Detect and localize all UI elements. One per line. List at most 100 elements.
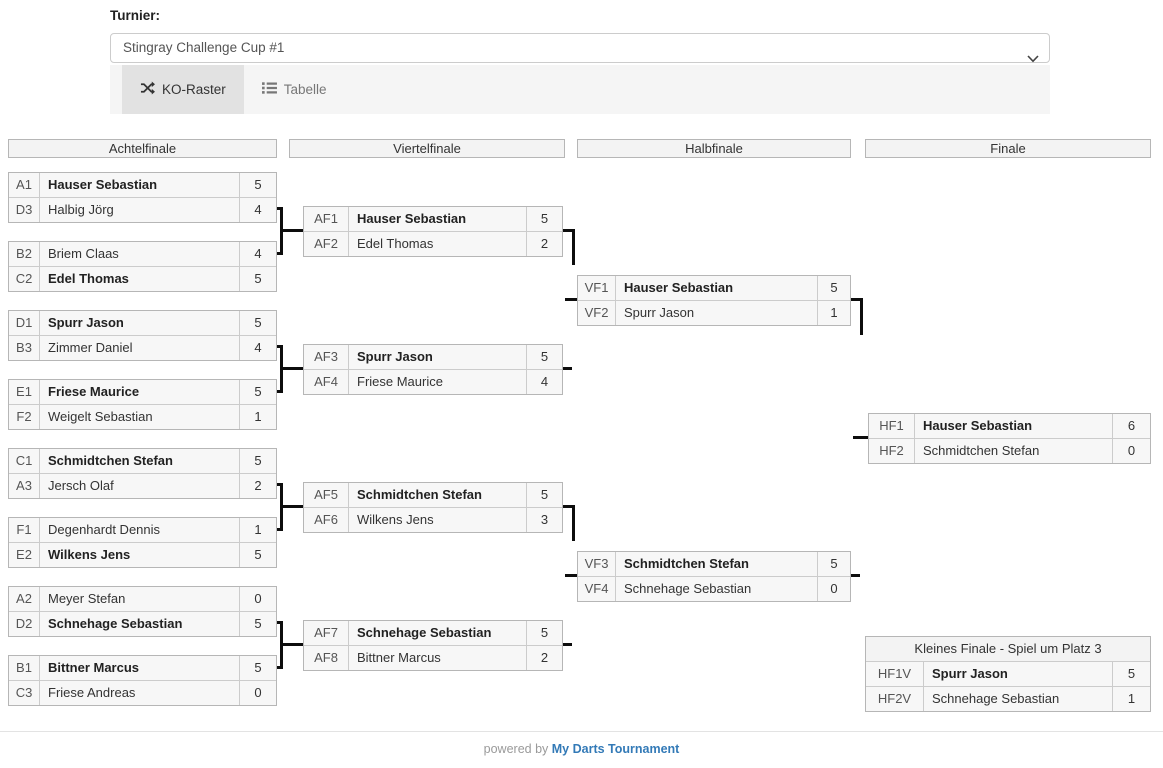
player-name: Bittner Marcus: [48, 660, 140, 675]
player-code: D3: [9, 198, 40, 222]
player-name: Spurr Jason: [357, 349, 433, 364]
player-name: Schmidtchen Stefan: [624, 556, 749, 571]
bracket-connector: [277, 252, 283, 255]
player-name: Bittner Marcus: [357, 650, 441, 665]
player-code: D2: [9, 612, 40, 636]
bracket-connector: [563, 643, 572, 646]
tournament-label: Turnier:: [110, 8, 160, 23]
player-code: F2: [9, 405, 40, 429]
bracket-connector: [563, 505, 575, 508]
bracket-connector: [280, 207, 283, 255]
player-code: C1: [9, 449, 40, 473]
player-code: AF1: [304, 207, 349, 231]
player-code: AF2: [304, 232, 349, 256]
tab-label: KO-Raster: [162, 82, 226, 97]
round-header-achtelfinale: Achtelfinale: [8, 139, 277, 158]
player-score: 2: [526, 646, 562, 670]
round-header-halbfinale: Halbfinale: [577, 139, 851, 158]
bracket-connector: [851, 298, 863, 301]
bracket-connector: [283, 229, 303, 232]
tab-label: Tabelle: [283, 82, 327, 97]
player-score: 2: [526, 232, 562, 256]
bracket-connector: [572, 229, 575, 265]
player-code: D1: [9, 311, 40, 335]
player-name: Hauser Sebastian: [923, 418, 1033, 433]
tab-tabelle[interactable]: Tabelle: [244, 65, 345, 114]
bracket-connector: [277, 666, 283, 669]
shuffle-icon: [140, 81, 155, 98]
player-code: HF2: [869, 439, 915, 463]
player-score: 1: [239, 405, 276, 429]
player-score: 4: [239, 198, 276, 222]
bracket-connector: [860, 298, 863, 335]
bracket-connector: [565, 574, 577, 577]
player-score: 4: [526, 370, 562, 394]
match-row: D3 Halbig Jörg 4: [9, 197, 276, 222]
match-row: VF2 Spurr Jason 1: [578, 300, 850, 325]
list-icon: [261, 81, 277, 98]
player-name: Spurr Jason: [932, 666, 1008, 681]
player-score: 1: [239, 518, 276, 542]
my-darts-tournament-link[interactable]: My Darts Tournament: [551, 742, 680, 756]
player-code: HF1: [869, 414, 915, 438]
footer-divider: [0, 731, 1163, 732]
player-code: F1: [9, 518, 40, 542]
bracket-connector: [283, 643, 303, 646]
player-code: HF2V: [866, 687, 924, 711]
bracket-connector: [280, 345, 283, 393]
player-name: Halbig Jörg: [48, 202, 114, 217]
player-code: HF1V: [866, 662, 924, 686]
player-code: A3: [9, 474, 40, 498]
player-name: Briem Claas: [48, 246, 119, 261]
player-score: 5: [526, 207, 562, 231]
player-code: AF5: [304, 483, 349, 507]
player-code: E2: [9, 543, 40, 567]
footer: powered by My Darts Tournament: [0, 742, 1163, 756]
tab-ko-raster[interactable]: KO-Raster: [122, 65, 244, 114]
player-score: 0: [239, 681, 276, 705]
player-code: C2: [9, 267, 40, 291]
player-code: A1: [9, 173, 40, 197]
player-score: 3: [526, 508, 562, 532]
powered-by-text: powered by: [483, 742, 549, 756]
player-name: Spurr Jason: [624, 305, 695, 320]
tournament-select[interactable]: Stingray Challenge Cup #1: [110, 33, 1050, 63]
player-name: Schnehage Sebastian: [48, 616, 183, 631]
player-code: B3: [9, 336, 40, 360]
third-place-title: Kleines Finale - Spiel um Platz 3: [866, 637, 1150, 662]
player-name: Hauser Sebastian: [624, 280, 734, 295]
player-score: 1: [1112, 687, 1150, 711]
player-score: 1: [817, 301, 850, 325]
player-code: VF1: [578, 276, 616, 300]
player-code: VF2: [578, 301, 616, 325]
player-score: 5: [239, 311, 276, 335]
chevron-down-icon: [1027, 45, 1039, 73]
